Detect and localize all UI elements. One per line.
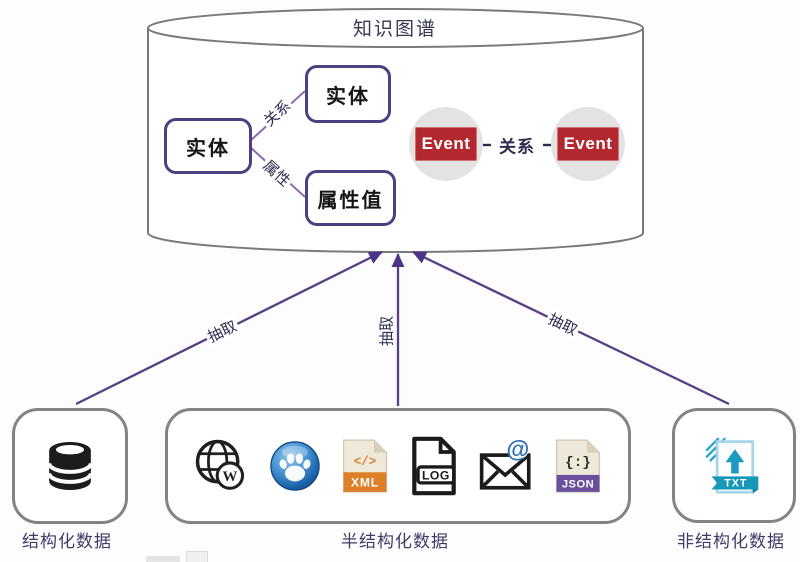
structured-data-label: 结构化数据 <box>22 532 112 551</box>
knowledge-graph-title: 知识图谱 <box>352 19 437 40</box>
svg-text:XML: XML <box>350 476 378 490</box>
semi-structured-data-label: 半结构化数据 <box>341 532 449 551</box>
entity-node-top: 实体 <box>305 65 391 123</box>
svg-text:LOG: LOG <box>421 469 449 483</box>
semi-structured-data-box: W </> XML LOG <box>165 408 631 524</box>
unstructured-data-box: TXT <box>672 408 796 523</box>
attribute-value-node: 属性值 <box>305 170 396 226</box>
event-relation-label: 关系 <box>499 137 535 157</box>
entity-node-left: 实体 <box>164 118 252 174</box>
json-file-icon: {:} JSON <box>555 439 600 493</box>
svg-text:TXT: TXT <box>724 477 747 489</box>
watermark-fragment <box>186 551 208 562</box>
xml-file-icon: </> XML <box>342 439 387 493</box>
event-sign-left: Event <box>415 127 477 161</box>
svg-text:W: W <box>222 469 237 485</box>
structured-data-box <box>12 408 128 524</box>
svg-text:JSON: JSON <box>561 478 593 490</box>
event-sign-right: Event <box>557 127 619 161</box>
txt-file-icon: TXT <box>705 437 759 494</box>
log-file-icon: LOG <box>411 436 456 496</box>
watermark-fragment <box>146 556 180 562</box>
unstructured-data-label: 非结构化数据 <box>677 532 785 551</box>
wikipedia-globe-icon: W <box>195 439 244 490</box>
knowledge-graph-cylinder <box>147 8 644 253</box>
baidu-paw-icon <box>269 441 320 491</box>
svg-text:@: @ <box>506 437 529 462</box>
extract-label-middle: 抽取 <box>378 315 396 347</box>
database-icon <box>47 441 93 491</box>
svg-text:</>: </> <box>353 455 376 469</box>
email-at-icon: @ <box>479 437 531 490</box>
svg-text:{:}: {:} <box>565 455 591 471</box>
